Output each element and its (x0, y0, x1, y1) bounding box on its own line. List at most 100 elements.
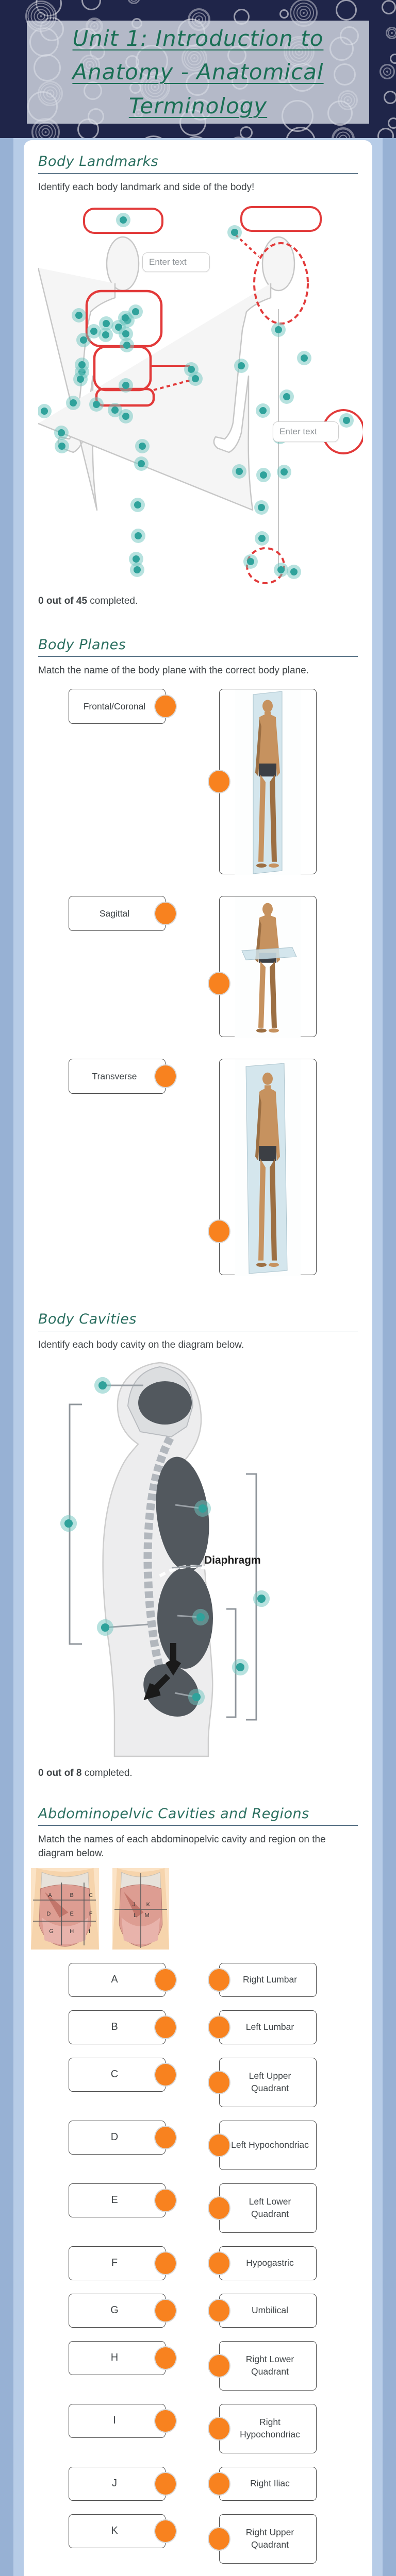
landmark-dot[interactable] (131, 528, 145, 543)
matching-row: B Left Lumbar (38, 2010, 358, 2044)
landmark-dot[interactable] (54, 425, 69, 440)
match-connector[interactable] (208, 2471, 230, 2496)
region-box: Right Iliac (208, 2466, 317, 2501)
body-plane-row: Sagittal (38, 896, 358, 1038)
landmark-dot[interactable] (108, 402, 122, 417)
landmark-dot[interactable] (119, 409, 133, 423)
landmark-dot[interactable] (96, 1619, 114, 1636)
match-connector[interactable] (208, 971, 230, 995)
landmark-dot[interactable] (129, 551, 143, 566)
body-plane-photo (235, 689, 301, 875)
region-letter: E (70, 1911, 74, 1917)
landmark-dot[interactable] (73, 371, 88, 386)
page-title-line1: Unit 1: Introduction to (72, 26, 324, 52)
landmark-dot[interactable] (55, 438, 69, 453)
landmark-dot[interactable] (76, 332, 91, 347)
region-box: Left Lower Quadrant (208, 2183, 317, 2233)
landmark-dot[interactable] (277, 464, 291, 479)
region-label: Right Lumbar (242, 1974, 298, 1985)
match-connector[interactable] (154, 2298, 177, 2323)
landmark-dot[interactable] (243, 554, 258, 569)
matching-row: J Right Iliac (38, 2466, 358, 2501)
match-connector[interactable] (208, 2353, 230, 2378)
landmark-dot[interactable] (38, 403, 52, 418)
landmark-dot[interactable] (118, 310, 133, 325)
landmark-dot[interactable] (274, 562, 288, 577)
match-connector[interactable] (208, 2070, 230, 2094)
plane-image-box (208, 689, 317, 875)
landmark-dot[interactable] (279, 389, 294, 404)
landmark-dot[interactable] (98, 327, 113, 342)
landmark-dot[interactable] (94, 1377, 111, 1394)
region-box: Right Lower Quadrant (208, 2341, 317, 2391)
landmark-dot[interactable] (232, 464, 246, 479)
landmark-dot[interactable] (99, 316, 113, 331)
match-connector[interactable] (154, 1968, 177, 1992)
match-connector[interactable] (208, 2196, 230, 2220)
landmark-dot[interactable] (227, 225, 242, 240)
match-connector[interactable] (154, 2471, 177, 2496)
enter-text-input-2[interactable]: Enter text (273, 421, 339, 442)
landmark-dot[interactable] (297, 350, 311, 365)
landmark-dot[interactable] (194, 1500, 211, 1517)
landmark-dot[interactable] (120, 337, 134, 352)
landmark-dot[interactable] (256, 467, 271, 482)
landmark-dot[interactable] (192, 1608, 209, 1625)
landmark-dot[interactable] (253, 1590, 270, 1607)
match-connector[interactable] (154, 902, 177, 926)
region-letter: C (89, 1892, 93, 1899)
landmark-dot[interactable] (60, 1515, 77, 1532)
landmark-dot[interactable] (255, 531, 269, 546)
match-connector[interactable] (154, 2409, 177, 2433)
body-planes-matching: Frontal/Coronal Sagittal (38, 689, 358, 1276)
landmark-dot[interactable] (271, 322, 286, 337)
match-connector[interactable] (154, 2062, 177, 2087)
match-connector[interactable] (208, 2527, 230, 2551)
landmark-dot[interactable] (188, 1688, 205, 1705)
match-connector[interactable] (154, 2188, 177, 2212)
match-connector[interactable] (154, 694, 177, 719)
letter-box: D (69, 2120, 177, 2155)
match-connector[interactable] (208, 2133, 230, 2157)
landmark-dot[interactable] (234, 358, 249, 373)
landmark-dot[interactable] (72, 308, 86, 323)
match-connector[interactable] (208, 1219, 230, 1244)
match-connector[interactable] (154, 2519, 177, 2543)
landmark-dot[interactable] (119, 326, 133, 341)
match-connector[interactable] (208, 2251, 230, 2275)
enter-text-input-1[interactable]: Enter text (142, 252, 210, 272)
landmark-dot[interactable] (119, 378, 133, 393)
landmark-dot[interactable] (135, 438, 150, 453)
landmark-dot[interactable] (287, 564, 301, 579)
match-connector[interactable] (208, 2298, 230, 2323)
landmark-dot[interactable] (130, 497, 145, 512)
match-connector[interactable] (154, 2125, 177, 2149)
landmark-dot[interactable] (116, 212, 130, 227)
region-box: Umbilical (208, 2293, 317, 2328)
match-connector[interactable] (154, 2346, 177, 2370)
region-label: Hypogastric (246, 2257, 294, 2268)
landmark-dot[interactable] (75, 357, 89, 372)
region-letter: L (134, 1912, 137, 1919)
landmark-dot[interactable] (339, 413, 354, 428)
landmark-dot[interactable] (232, 1658, 249, 1675)
landmark-dot[interactable] (134, 456, 148, 471)
landmark-dot[interactable] (89, 397, 104, 412)
match-connector[interactable] (154, 1064, 177, 1089)
landmark-dot[interactable] (130, 562, 144, 577)
plane-label-box: Frontal/Coronal (69, 689, 177, 724)
landmark-dot[interactable] (254, 500, 269, 515)
landmark-dot[interactable] (87, 324, 101, 338)
letter-box: F (69, 2246, 177, 2280)
landmark-dot[interactable] (66, 395, 80, 410)
match-connector[interactable] (208, 1968, 230, 1992)
landmark-dot[interactable] (256, 403, 270, 418)
landmark-dot[interactable] (188, 371, 203, 386)
match-connector[interactable] (154, 2251, 177, 2275)
match-connector[interactable] (208, 2015, 230, 2039)
match-connector[interactable] (208, 770, 230, 794)
match-connector[interactable] (154, 2015, 177, 2039)
match-connector[interactable] (208, 2416, 230, 2441)
matching-row: C Left Upper Quadrant (38, 2057, 358, 2107)
